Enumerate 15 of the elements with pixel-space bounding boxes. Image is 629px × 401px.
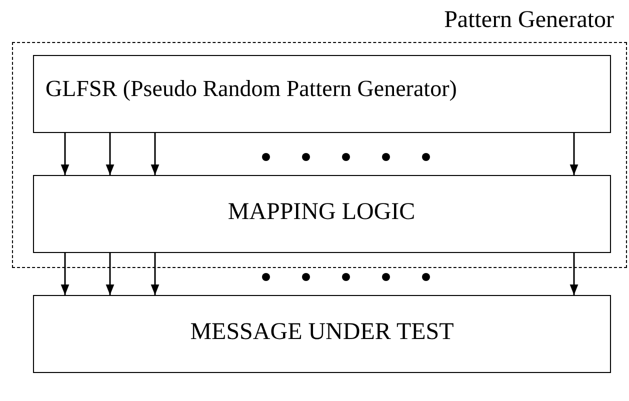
box-label: MAPPING LOGIC <box>226 198 416 226</box>
arrow <box>150 253 160 295</box>
arrow <box>150 133 160 175</box>
box-label: MESSAGE UNDER TEST <box>189 319 455 346</box>
process-box <box>32 54 610 132</box>
arrow <box>106 253 114 295</box>
group-title: Pattern Generator <box>444 7 614 34</box>
process-box <box>32 174 610 252</box>
arrow <box>60 133 70 175</box>
box-label: GLFSR (Pseudo Random Pattern Generator) <box>46 76 457 102</box>
arrow <box>60 253 70 295</box>
arrow <box>106 133 114 175</box>
process-box <box>33 295 611 373</box>
arrow <box>570 133 578 175</box>
arrow <box>570 253 578 295</box>
